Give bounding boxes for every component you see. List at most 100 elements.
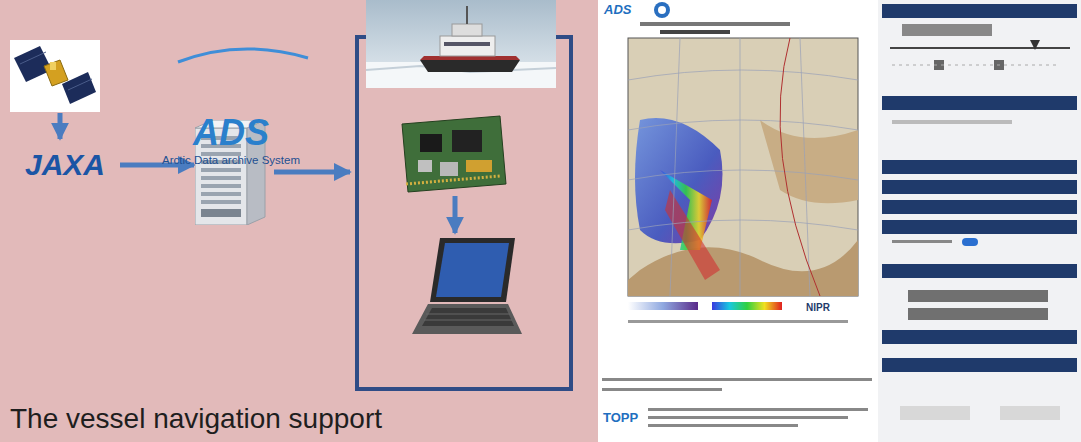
site-logo-text: ADS	[604, 2, 631, 17]
web-screenshot	[602, 378, 872, 381]
web-screenshot	[882, 358, 1077, 372]
web-screenshot	[628, 302, 698, 310]
web-screenshot	[740, 38, 741, 296]
web-screenshot	[602, 388, 722, 391]
web-screenshot	[892, 120, 1012, 124]
server-picture	[201, 200, 241, 204]
web-screenshot	[962, 238, 978, 246]
flow-arrows	[60, 113, 455, 233]
laptop	[436, 243, 509, 297]
system-subtitle: Arctic Data archive System	[162, 153, 300, 167]
server-picture	[201, 176, 241, 180]
web-screenshot	[1030, 40, 1040, 50]
server-node: ADSArctic Data archive System	[195, 120, 267, 225]
ship-photo	[444, 42, 490, 46]
vessel-frame	[357, 37, 571, 389]
web-screenshot	[908, 308, 1048, 320]
vessel-frame	[357, 37, 571, 389]
satellite-picture	[44, 60, 68, 86]
web-screenshot	[882, 200, 1077, 214]
web-screenshot	[878, 0, 1081, 442]
web-screenshot	[628, 240, 858, 296]
web-screenshot	[648, 424, 798, 427]
web-screenshot	[882, 264, 1077, 278]
flow-arrows	[58, 113, 63, 139]
server-picture	[201, 209, 241, 217]
web-screenshot	[908, 290, 1048, 302]
server-picture	[201, 184, 241, 188]
web-screenshot	[628, 120, 858, 130]
web-screenshot	[628, 38, 858, 296]
logo-swoosh	[178, 49, 308, 62]
institute-mark: NIPR	[806, 302, 830, 314]
logo-swoosh	[178, 49, 308, 62]
web-screenshot	[648, 416, 848, 419]
circuit-board	[406, 176, 500, 184]
laptop	[422, 308, 514, 326]
circuit-board	[418, 160, 432, 172]
ship-photo	[366, 0, 556, 88]
project-mark: TOPP	[603, 410, 638, 425]
web-screenshot	[882, 160, 1077, 174]
laptop	[424, 320, 512, 321]
satellite-picture	[14, 46, 52, 82]
satellite-picture	[68, 79, 92, 90]
logo-text: JAXA	[25, 148, 105, 182]
web-screenshot	[882, 4, 1077, 372]
web-screenshot	[658, 6, 666, 14]
server-picture	[201, 192, 241, 196]
web-screenshot	[660, 30, 730, 34]
web-screenshot	[892, 65, 1060, 66]
ship-photo	[440, 36, 495, 56]
caption: The vessel navigation support	[10, 403, 382, 435]
web-screenshot	[640, 22, 790, 26]
ship-photo	[420, 56, 520, 60]
circuit-board	[402, 116, 506, 192]
web-screenshot	[882, 180, 1077, 194]
ship-photo	[420, 60, 520, 72]
circuit-board	[466, 160, 492, 172]
server-picture	[201, 168, 241, 172]
circuit-board	[420, 134, 442, 152]
web-screenshot	[628, 38, 858, 296]
laptop	[430, 238, 515, 302]
satellite-picture	[20, 52, 46, 64]
flow-arrows	[274, 170, 350, 175]
laptop	[426, 314, 510, 315]
web-screenshot	[882, 96, 1077, 110]
web-screenshot	[892, 240, 952, 243]
web-screenshot	[598, 0, 1081, 442]
web-screenshot	[902, 24, 992, 36]
web-screenshot	[882, 330, 1077, 344]
web-screenshot	[890, 47, 1070, 49]
web-screenshot	[780, 38, 820, 296]
web-screenshot	[628, 320, 848, 323]
satellite-picture	[10, 40, 100, 112]
web-screenshot	[654, 2, 670, 18]
laptop	[412, 304, 522, 334]
web-screenshot	[598, 0, 1081, 442]
web-screenshot	[900, 406, 970, 420]
satellite-picture	[10, 40, 100, 112]
ship-photo	[452, 24, 482, 36]
web-screenshot	[648, 408, 868, 411]
web-screenshot	[712, 302, 782, 310]
web-screenshot	[628, 220, 858, 230]
web-screenshot	[882, 4, 1077, 18]
satellite-picture	[50, 62, 56, 70]
ship-photo	[366, 0, 556, 88]
circuit-board	[440, 162, 458, 176]
system-logo-text: ADS	[193, 113, 269, 153]
web-screenshot	[628, 70, 858, 80]
circuit-board	[402, 116, 506, 192]
flow-arrows	[453, 196, 458, 233]
web-screenshot	[882, 220, 1077, 234]
logo-node: JAXA	[12, 140, 118, 190]
web-screenshot	[760, 120, 858, 203]
ship-photo	[466, 6, 468, 24]
web-screenshot	[628, 170, 858, 180]
circuit-board	[452, 130, 482, 152]
